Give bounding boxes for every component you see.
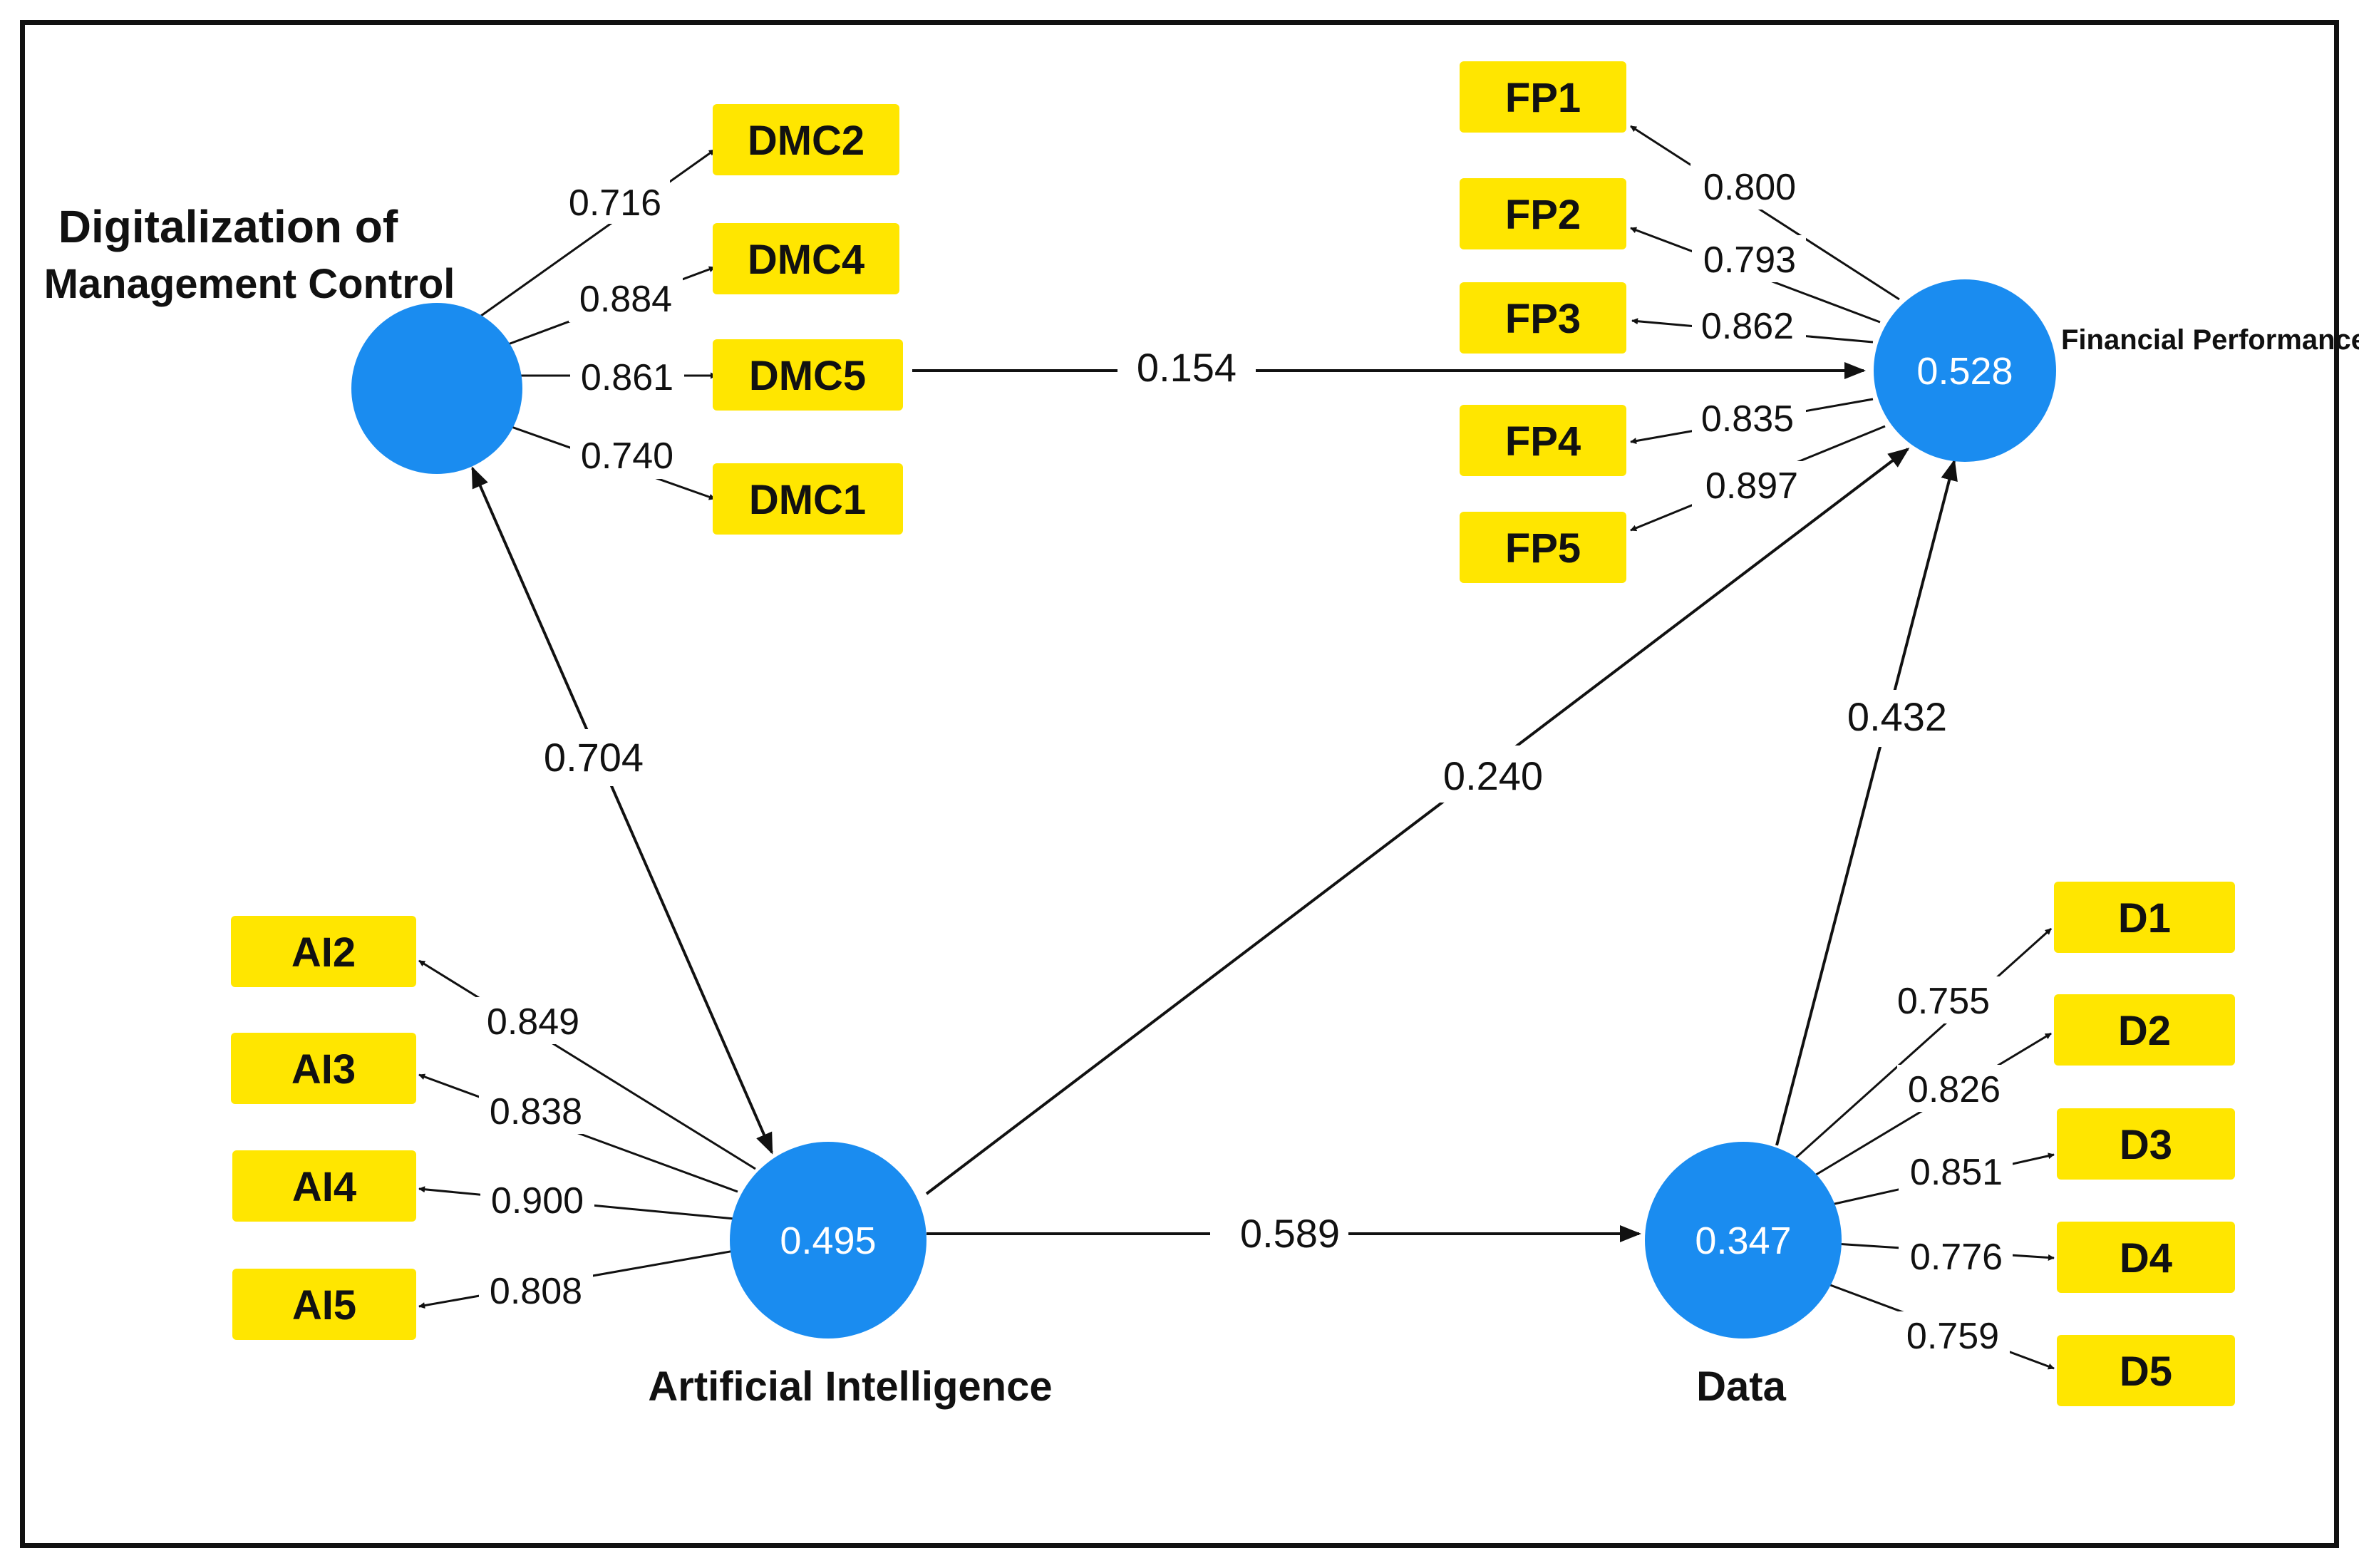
indicator-d4: D4 xyxy=(2057,1222,2235,1293)
indicator-d1: D1 xyxy=(2054,882,2235,953)
indicator-ai4-label: AI4 xyxy=(292,1164,356,1210)
path-coef-data-fp: 0.432 xyxy=(1847,694,1947,739)
loading-fp2: 0.793 xyxy=(1703,239,1796,281)
loading-fp4: 0.835 xyxy=(1701,398,1794,440)
indicator-fp2: FP2 xyxy=(1460,178,1626,249)
loading-dmc1: 0.740 xyxy=(581,435,673,477)
construct-data-label: Data xyxy=(1696,1363,1786,1410)
indicator-fp3-label: FP3 xyxy=(1505,296,1581,342)
indicator-d3-label: D3 xyxy=(2120,1122,2172,1168)
indicator-fp4: FP4 xyxy=(1460,405,1626,476)
path-coef-dmc-fp: 0.154 xyxy=(1137,345,1237,390)
path-line-data-fp xyxy=(1775,459,1958,1146)
indicator-dmc5-label: DMC5 xyxy=(749,353,866,399)
path-line-ai-fp xyxy=(925,448,1910,1195)
indicator-ai2-label: AI2 xyxy=(291,929,356,976)
construct-fp: 0.528 xyxy=(1874,279,2056,462)
loading-d4: 0.776 xyxy=(1910,1237,2003,1278)
indicator-dmc5: DMC5 xyxy=(713,339,903,411)
indicator-ai2: AI2 xyxy=(231,916,416,987)
indicator-fp5-label: FP5 xyxy=(1505,525,1581,572)
loading-fp5: 0.897 xyxy=(1705,465,1798,507)
construct-data-value: 0.347 xyxy=(1695,1219,1791,1262)
indicator-dmc4-label: DMC4 xyxy=(748,237,864,283)
indicator-dmc1-label: DMC1 xyxy=(749,477,866,523)
construct-ai-value: 0.495 xyxy=(780,1219,876,1262)
indicator-ai4: AI4 xyxy=(232,1150,416,1222)
indicator-ai5: AI5 xyxy=(232,1269,416,1340)
path-line-ai-dmc xyxy=(471,466,773,1155)
indicator-fp4-label: FP4 xyxy=(1505,418,1581,465)
loading-dmc2: 0.716 xyxy=(569,182,661,224)
indicator-d4-label: D4 xyxy=(2120,1235,2172,1281)
path-coef-ai-fp: 0.240 xyxy=(1443,753,1543,798)
loading-fp1: 0.800 xyxy=(1703,167,1796,208)
indicator-dmc2-label: DMC2 xyxy=(748,118,864,164)
path-coef-ai-data: 0.589 xyxy=(1240,1211,1340,1256)
indicator-dmc2: DMC2 xyxy=(713,104,899,175)
loading-ai3: 0.838 xyxy=(490,1091,582,1133)
loading-ai4: 0.900 xyxy=(491,1180,584,1222)
indicator-fp1-label: FP1 xyxy=(1505,75,1581,121)
indicator-ai5-label: AI5 xyxy=(292,1282,356,1329)
indicator-d2-label: D2 xyxy=(2118,1008,2171,1054)
indicator-ai3-label: AI3 xyxy=(291,1046,356,1093)
loading-ai5: 0.808 xyxy=(490,1271,582,1312)
indicator-ai3: AI3 xyxy=(231,1033,416,1104)
path-coef-ai-dmc: 0.704 xyxy=(544,735,644,780)
loading-d5: 0.759 xyxy=(1906,1316,1999,1357)
loading-dmc4: 0.884 xyxy=(579,279,672,320)
indicator-d3: D3 xyxy=(2057,1108,2235,1180)
loading-fp3: 0.862 xyxy=(1701,306,1794,347)
loading-ai2: 0.849 xyxy=(487,1001,579,1043)
construct-ai-label: Artificial Intelligence xyxy=(648,1363,1052,1410)
construct-fp-value: 0.528 xyxy=(1916,350,2013,393)
construct-fp-label: Financial Performance xyxy=(2061,324,2359,356)
construct-ai: 0.495 xyxy=(730,1142,926,1339)
loading-dmc5: 0.861 xyxy=(581,357,673,398)
loading-d1: 0.755 xyxy=(1897,981,1990,1022)
indicator-d1-label: D1 xyxy=(2118,895,2171,942)
indicator-fp5: FP5 xyxy=(1460,512,1626,583)
construct-dmc-label-line1: Digitalization of xyxy=(58,201,398,252)
indicator-fp1: FP1 xyxy=(1460,61,1626,133)
loading-d2: 0.826 xyxy=(1908,1069,2001,1110)
construct-dmc xyxy=(351,303,522,474)
construct-dmc-label-line2: Management Control xyxy=(44,261,455,307)
construct-data: 0.347 xyxy=(1645,1142,1842,1339)
indicator-fp2-label: FP2 xyxy=(1505,192,1581,238)
indicator-d5: D5 xyxy=(2057,1335,2235,1406)
indicator-dmc4: DMC4 xyxy=(713,223,899,294)
indicator-dmc1: DMC1 xyxy=(713,463,903,535)
indicator-d2: D2 xyxy=(2054,994,2235,1066)
indicator-fp3: FP3 xyxy=(1460,282,1626,354)
loading-d3: 0.851 xyxy=(1910,1152,2003,1193)
indicator-d5-label: D5 xyxy=(2120,1348,2172,1395)
